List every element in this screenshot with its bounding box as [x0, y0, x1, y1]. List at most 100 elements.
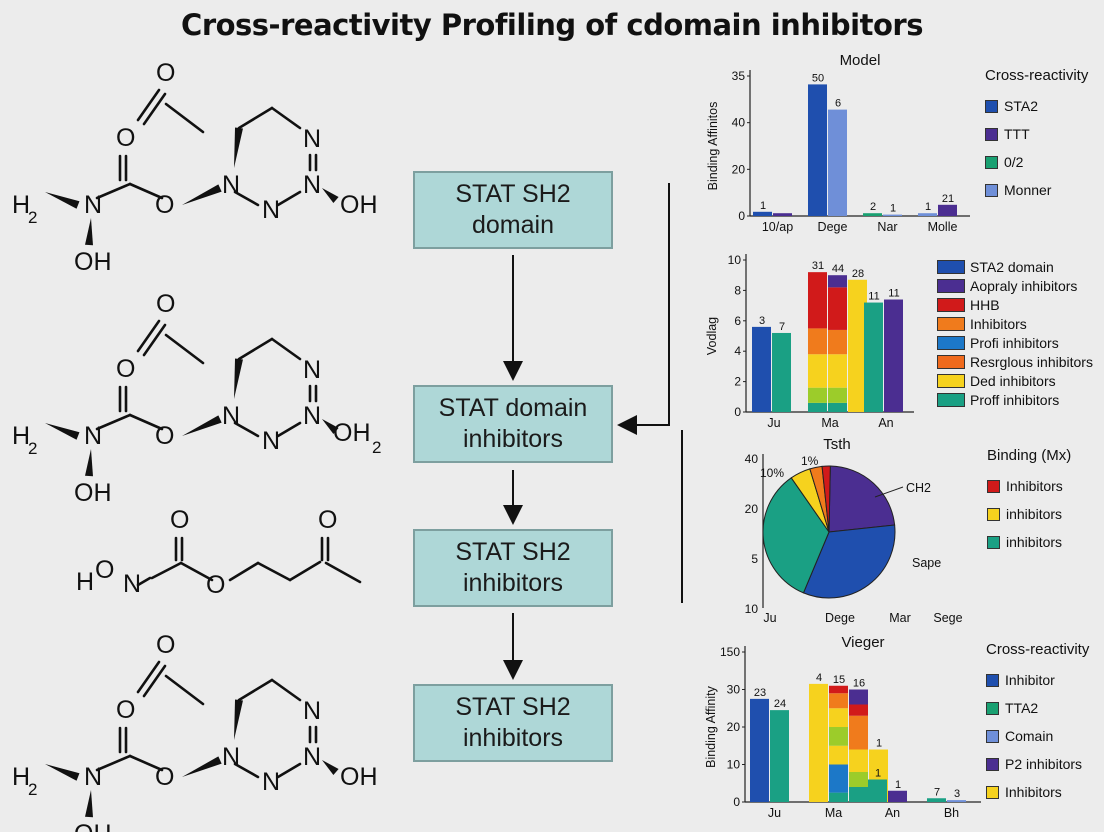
slice-label: 1% — [801, 454, 819, 468]
bond — [276, 190, 302, 207]
legend-item: Ded inhibitors — [937, 371, 1093, 390]
bond — [256, 561, 292, 582]
y-tick-label: 2 — [734, 375, 741, 389]
data-label: 50 — [812, 72, 824, 84]
atom-oh: OH — [74, 248, 112, 276]
legend-swatch — [937, 392, 965, 407]
wedge-bond — [182, 184, 222, 205]
atom-n: N — [303, 402, 321, 430]
x-tick-label: Ma — [821, 416, 838, 430]
atom-o: O — [155, 763, 174, 791]
wedge-bond — [322, 419, 339, 435]
legend-swatch — [987, 507, 1000, 521]
x-tick-label: 10/ap — [762, 220, 793, 234]
wedge-bond — [45, 192, 80, 209]
wedge-bond — [234, 127, 243, 168]
bond — [142, 92, 167, 126]
bond — [128, 413, 164, 431]
legend-swatch — [987, 535, 1000, 549]
legend-swatch — [937, 373, 965, 388]
bond — [237, 678, 274, 702]
legend-item: Monner — [985, 176, 1088, 204]
legend-swatch — [937, 354, 965, 369]
bond — [233, 421, 260, 438]
y-tick-label: 0 — [738, 209, 745, 223]
atom-h: H — [12, 763, 30, 791]
legend-item: Resrglous inhibitors — [937, 352, 1093, 371]
legend-label: Profi inhibitors — [970, 334, 1059, 351]
legend-item: Proff inhibitors — [937, 390, 1093, 409]
legend-swatch — [985, 99, 998, 113]
atom-o: O — [155, 422, 174, 450]
bar-segment — [947, 800, 966, 802]
bar-segment — [848, 279, 867, 412]
data-label: 11 — [888, 288, 899, 300]
atom-n: N — [303, 743, 321, 771]
x-tick-label: Ju — [763, 611, 776, 625]
bond — [270, 106, 302, 130]
page-title: Cross-reactivity Profiling of cdomain in… — [181, 8, 923, 42]
y-tick-label: 6 — [734, 314, 741, 328]
atom-n: N — [303, 125, 321, 153]
atom-subscript: 2 — [28, 439, 37, 458]
legend-item: HHB — [937, 295, 1093, 314]
legend-item: P2 inhibitors — [986, 750, 1089, 778]
legend-label: P2 inhibitors — [1005, 756, 1083, 772]
atom-o: O — [116, 124, 135, 152]
data-label: 23 — [754, 687, 766, 699]
flow-box-line: STAT domain — [438, 394, 588, 422]
atom-h: H — [12, 422, 30, 450]
bar-segment — [849, 787, 868, 802]
data-label: 1 — [890, 203, 896, 215]
atom-o: O — [156, 59, 175, 87]
wedge-bond — [85, 449, 93, 477]
bond — [142, 323, 167, 357]
pie-slice — [828, 465, 896, 533]
y-tick-label: 150 — [720, 645, 740, 659]
atom-n: N — [262, 196, 280, 224]
bond — [136, 88, 161, 122]
bar — [918, 213, 937, 216]
atom-n: N — [84, 763, 102, 791]
bond — [136, 319, 161, 353]
pie-slice — [762, 477, 830, 594]
bar-segment — [829, 764, 848, 793]
bond — [95, 182, 132, 200]
legend-label: Inhibitors — [1005, 784, 1062, 800]
bond — [142, 664, 167, 698]
legend-swatch — [985, 127, 998, 141]
legend-swatch — [986, 757, 999, 771]
wedge-bond — [182, 415, 222, 436]
bar — [773, 213, 792, 216]
legend-label: Inhibitors — [1006, 478, 1063, 494]
legend-label: Monner — [1004, 182, 1052, 198]
bar-segment — [808, 402, 827, 412]
legend-item: Aopraly inhibitors — [937, 276, 1093, 295]
slice-label: 10% — [760, 466, 784, 480]
legend-label: Aopraly inhibitors — [970, 277, 1078, 294]
data-label: 3 — [954, 788, 960, 800]
legend-label: STA2 domain — [970, 258, 1054, 275]
legend-swatch — [985, 155, 998, 169]
legend-label: HHB — [970, 296, 1000, 313]
atom-subscript: 2 — [28, 780, 37, 799]
legend-item: STA2 domain — [937, 257, 1093, 276]
legend-swatch — [986, 729, 999, 743]
leader-line — [874, 486, 904, 498]
atom-o: O — [116, 355, 135, 383]
legend-title: Cross-reactivity — [986, 641, 1090, 658]
legend-label: inhibitors — [1006, 534, 1063, 550]
wedge-bond — [85, 790, 93, 818]
bond — [95, 754, 132, 772]
bond — [136, 576, 152, 587]
bar-segment — [829, 693, 848, 709]
y-tick-label: 4 — [734, 344, 741, 358]
legend-swatch — [937, 259, 965, 274]
legend-label: Inhibitors — [970, 315, 1027, 332]
bar-segment — [829, 708, 848, 727]
atom-oh: OH — [340, 191, 378, 219]
